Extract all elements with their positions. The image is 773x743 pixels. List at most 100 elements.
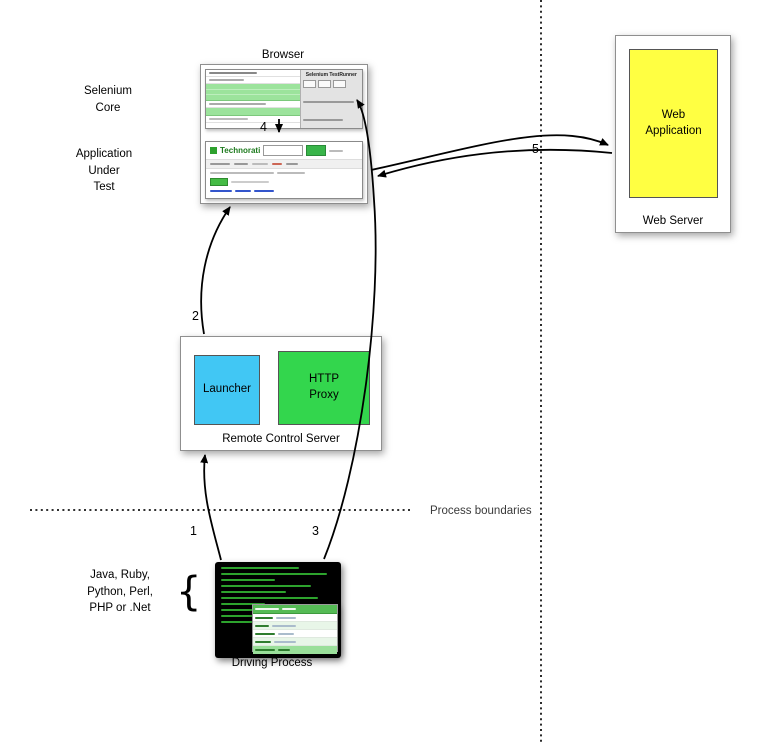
testrunner-control-panel: Selenium TestRunner [300, 70, 362, 129]
technorati-logo-text: Technorati [220, 146, 261, 155]
text-line-bar [252, 163, 268, 165]
text-line-bar [255, 624, 269, 627]
table-header-row [253, 605, 337, 614]
technorati-nav-bar [206, 160, 362, 169]
web-server-label: Web Server [642, 215, 704, 227]
text-line-bar [272, 624, 296, 627]
testrunner-buttons [302, 80, 360, 88]
text-line-bar [209, 118, 249, 120]
web-application-box: Web Application [629, 49, 718, 198]
text-line-bar [286, 163, 298, 165]
driving-process-label: Driving Process [231, 657, 313, 669]
testrunner-row [206, 101, 300, 108]
technorati-text-row [210, 178, 269, 186]
technorati-body [206, 169, 362, 195]
terminal-text-line [221, 597, 318, 599]
text-line-bar [278, 632, 294, 635]
text-line-bar [255, 608, 279, 610]
terminal-text-line [221, 591, 286, 593]
testrunner-progress-bar [303, 128, 354, 129]
text-line-bar [255, 632, 275, 635]
testrunner-pause-button [332, 80, 346, 88]
step-1-label: 1 [190, 524, 197, 538]
selenium-testrunner-screenshot: Selenium TestRunner [205, 69, 363, 129]
testrunner-passed-row [206, 108, 300, 116]
text-line-bar [302, 101, 355, 103]
launcher-box: Launcher [194, 355, 260, 425]
text-line-bar [282, 608, 296, 610]
browser-label: Browser [261, 49, 305, 61]
selenium-core-label: Selenium Core [84, 85, 132, 114]
text-line-bar [276, 616, 296, 619]
process-boundaries-label: Process boundaries [430, 505, 532, 517]
terminal-text-line [221, 579, 275, 581]
testrunner-title: Selenium TestRunner [305, 72, 357, 78]
row-divider [206, 94, 300, 95]
testrunner-row [206, 70, 300, 77]
link-text-bar [254, 190, 274, 192]
remote-control-server-label: Remote Control Server [222, 433, 340, 445]
text-line-bar [272, 163, 282, 165]
table-row [253, 630, 337, 638]
text-line-bar [231, 181, 269, 183]
text-line-bar [210, 172, 274, 174]
technorati-logo-icon [210, 147, 217, 154]
text-line-bar [209, 72, 258, 74]
step-5-label: 5 [532, 142, 539, 156]
step-4-label: 4 [260, 120, 267, 134]
arrow-step5-webapp-to-browser [377, 148, 613, 178]
application-under-test-label: Application Under Test [75, 148, 133, 194]
languages-brace: { [176, 569, 202, 615]
browser-box: Selenium TestRunner Technorati [200, 64, 368, 204]
testrunner-test-table [206, 70, 301, 128]
text-line-bar [255, 616, 273, 619]
text-line-bar [302, 119, 343, 121]
technorati-green-button [210, 178, 228, 186]
http-proxy-label: HTTP Proxy [308, 373, 340, 401]
link-text-bar [235, 190, 251, 192]
launcher-label: Launcher [203, 383, 251, 396]
technorati-search-button [306, 145, 327, 156]
testrunner-row [206, 77, 300, 84]
text-line-bar [210, 163, 230, 165]
application-under-test-screenshot: Technorati [205, 141, 363, 199]
text-line-bar [255, 649, 275, 651]
text-line-bar [277, 172, 305, 174]
arrow-step2-server-to-browser [200, 206, 231, 335]
arrow-step1-driver-to-server [200, 454, 222, 561]
testrunner-run-button [302, 80, 316, 88]
terminal-text-line [221, 603, 266, 605]
technorati-header: Technorati [206, 142, 362, 160]
text-line-bar [329, 149, 344, 152]
technorati-links-row [210, 190, 274, 192]
text-line-bar [209, 103, 266, 105]
technorati-search-input [263, 145, 304, 156]
link-text-bar [210, 190, 232, 192]
step-2-label: 2 [192, 309, 199, 323]
testrunner-row [206, 116, 300, 123]
text-line-bar [234, 163, 248, 165]
testrunner-step-button [317, 80, 331, 88]
text-line-bar [255, 640, 271, 643]
step-3-label: 3 [312, 524, 319, 538]
driving-process-table-screenshot [252, 604, 338, 654]
text-line-bar [278, 649, 290, 651]
text-line-bar [274, 640, 296, 643]
terminal-text-line [221, 615, 282, 617]
remote-control-server-box: Launcher HTTP Proxy Remote Control Serve… [180, 336, 382, 451]
text-line-bar [209, 79, 245, 81]
testrunner-layout: Selenium TestRunner [206, 70, 362, 128]
arrow-step5-browser-to-webapp [370, 134, 609, 171]
terminal-text-line [221, 567, 299, 569]
table-row [253, 622, 337, 630]
table-footer-row [253, 646, 337, 654]
technorati-text-row [210, 172, 305, 174]
terminal-text-line [221, 573, 328, 575]
terminal-text-line [221, 585, 312, 587]
web-application-label: Web Application [645, 108, 702, 137]
http-proxy-box: HTTP Proxy [278, 351, 370, 425]
table-row [253, 614, 337, 622]
testrunner-passed-rows [206, 84, 300, 101]
table-row [253, 638, 337, 646]
